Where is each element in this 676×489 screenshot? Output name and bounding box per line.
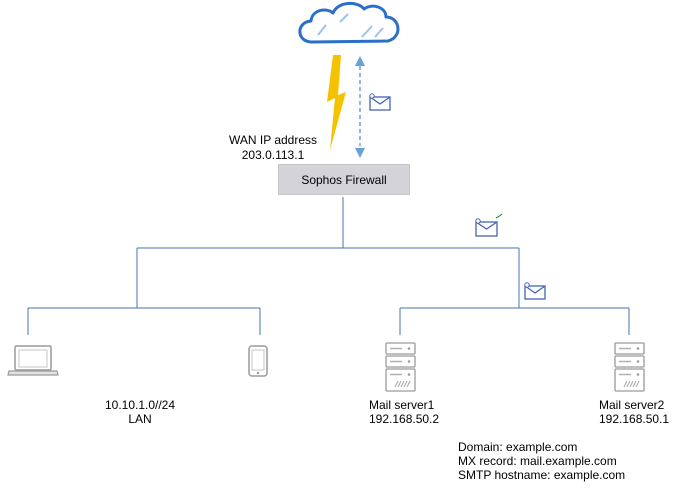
firewall-node[interactable]: Sophos Firewall xyxy=(278,164,410,195)
laptop-icon xyxy=(7,345,59,376)
lightning-icon xyxy=(327,55,346,150)
smtp-hostname-info: SMTP hostname: example.com xyxy=(458,468,626,482)
mail-server1-ip: 192.168.50.2 xyxy=(369,412,440,426)
mail-envelope-icon xyxy=(369,93,391,111)
network-links xyxy=(27,197,630,335)
domain-info: Domain: example.com xyxy=(458,440,578,454)
phone-icon xyxy=(248,345,268,377)
mx-record-info: MX record: mail.example.com xyxy=(458,454,617,468)
wan-title: WAN IP address xyxy=(228,133,318,147)
lan-subnet: 10.10.1.0//24 xyxy=(104,398,176,412)
server-icon xyxy=(385,342,416,392)
traffic-arrow xyxy=(355,56,365,158)
lan-label: LAN xyxy=(128,412,152,426)
mail-server1-name: Mail server1 xyxy=(369,398,435,412)
mail-server2-ip: 192.168.50.1 xyxy=(599,412,670,426)
wan-ip: 203.0.113.1 xyxy=(241,148,305,162)
mail-envelope-icon xyxy=(524,282,546,300)
mail-envelope-icon xyxy=(475,213,503,237)
server-icon xyxy=(614,342,645,392)
cloud-icon xyxy=(298,2,400,44)
firewall-label: Sophos Firewall xyxy=(301,172,387,187)
mail-server2-name: Mail server2 xyxy=(599,398,665,412)
